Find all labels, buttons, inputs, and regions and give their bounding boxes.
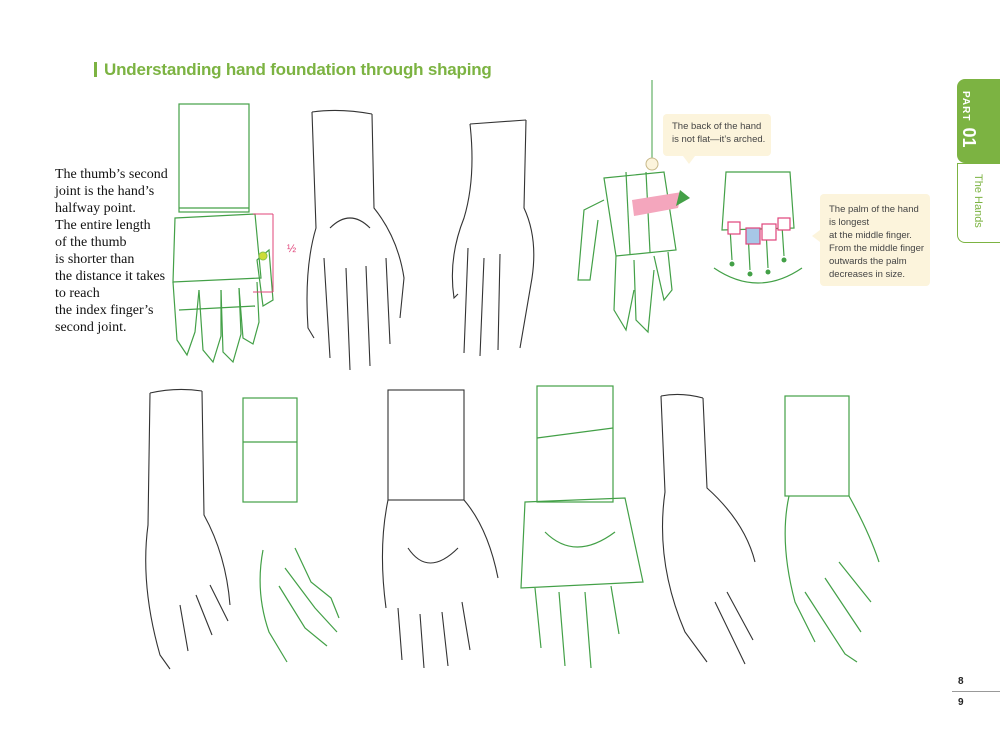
hand-reach-sketch xyxy=(145,388,231,670)
note-line: outwards the palm xyxy=(829,256,907,267)
thumb-caption: The thumb’s second joint is the hand’s h… xyxy=(55,166,175,336)
caption-line: to reach xyxy=(55,286,100,301)
palm-up-sketch xyxy=(381,389,499,669)
note-line: is longest xyxy=(829,217,870,228)
back-of-hand-note: The back of the hand is not flat—it’s ar… xyxy=(663,114,771,164)
caption-line: second joint. xyxy=(55,320,127,335)
caption-line: joint is the hand’s xyxy=(55,184,155,199)
page-title: Understanding hand foundation through sh… xyxy=(94,60,492,80)
palm-size-diagram xyxy=(713,171,803,284)
caption-line: the index finger’s xyxy=(55,303,154,318)
palm-size-note: The palm of the hand is longest at the m… xyxy=(812,194,930,286)
title-bar xyxy=(94,62,97,77)
part-number: 01 xyxy=(959,127,979,148)
note-line: at the middle finger. xyxy=(829,230,912,241)
caption-line: of the thumb xyxy=(55,235,127,250)
page-number: 8 xyxy=(958,676,964,687)
hand-arch-diagram xyxy=(577,80,690,334)
caption-line: halfway point. xyxy=(55,201,136,216)
hand-reach-construction xyxy=(242,397,340,663)
section-label: The Hands xyxy=(972,174,984,228)
palm-side-construction xyxy=(784,395,880,663)
hand-construction-sketch xyxy=(172,103,274,364)
section-tab: The Hands xyxy=(957,163,1000,243)
note-line: decreases in size. xyxy=(829,269,906,280)
note-line: The back of the hand xyxy=(672,121,762,132)
hand-side-sketch xyxy=(451,119,535,357)
note-line: The palm of the hand xyxy=(829,204,919,215)
half-mark: ½ xyxy=(287,243,297,255)
note-line: From the middle finger xyxy=(829,243,925,254)
caption-line: is shorter than xyxy=(55,252,135,267)
caption-line: the distance it takes xyxy=(55,269,166,284)
page-title-text: Understanding hand foundation through sh… xyxy=(104,60,492,79)
part-tab: PART 01 xyxy=(957,79,1000,163)
hand-back-sketch xyxy=(306,109,405,371)
caption-line: The entire length xyxy=(55,218,151,233)
folio-divider xyxy=(952,691,1000,692)
caption-line: The thumb’s second xyxy=(55,167,168,182)
part-label: PART xyxy=(960,91,971,122)
palm-side-sketch xyxy=(660,393,756,665)
note-line: is not flat—it’s arched. xyxy=(672,134,766,145)
palm-up-construction xyxy=(520,385,644,669)
page-number: 9 xyxy=(958,697,964,708)
